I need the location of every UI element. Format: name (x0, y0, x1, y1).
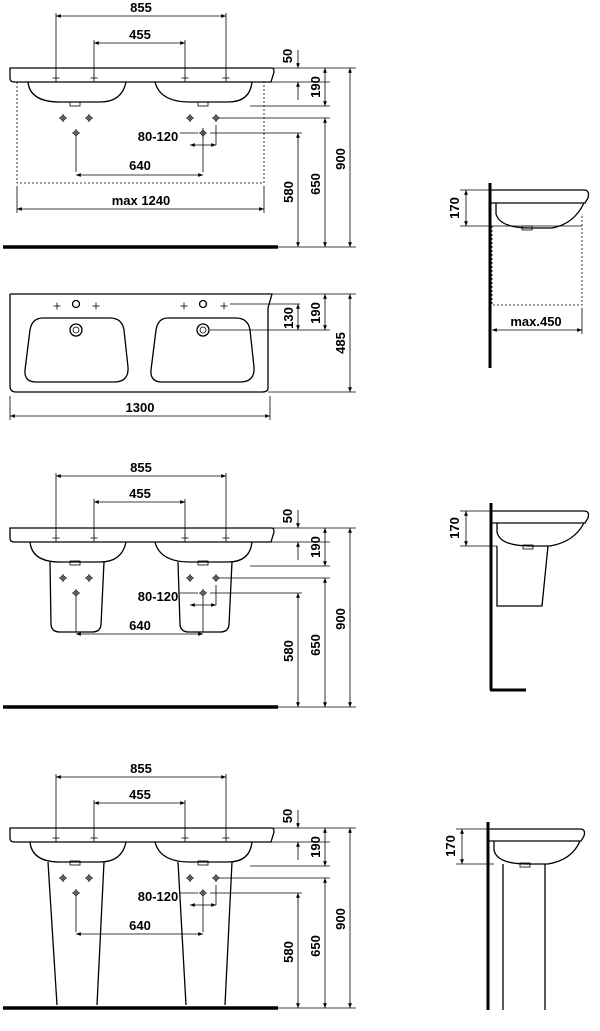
dim-waste-spacing-3: 640 (129, 918, 151, 933)
dim-plan-offset-small: 130 (281, 307, 296, 329)
dim-plan-depth: 485 (333, 332, 348, 354)
dim-waste-range: 80-120 (138, 129, 178, 144)
dim-height-waste-2: 580 (281, 640, 296, 662)
dim-width-inner-3: 455 (129, 787, 151, 802)
dim-waste-range-2: 80-120 (138, 589, 178, 604)
dim-width-outer-2: 855 (130, 460, 152, 475)
front-view-cabinet: 855 455 80-120 (3, 0, 356, 249)
dim-side-rim-height-2: 170 (447, 517, 462, 539)
dim-height-supply: 650 (308, 173, 323, 195)
dim-width-outer: 855 (130, 0, 152, 15)
dim-width-inner: 455 (129, 27, 151, 42)
side-view-semi-pedestal: 170 (447, 503, 590, 692)
dim-side-rim-height-1: 170 (447, 197, 462, 219)
dim-tap-offset-3: 50 (280, 809, 295, 823)
dim-side-cabinet-depth: max.450 (510, 314, 561, 329)
dim-height-supply-3: 650 (308, 935, 323, 957)
dim-width-inner-2: 455 (129, 486, 151, 501)
dim-basin-depth: 190 (308, 76, 323, 98)
dim-tap-offset-2: 50 (280, 509, 295, 523)
dim-plan-offset-large: 190 (308, 302, 323, 324)
dim-height-waste-3: 580 (281, 941, 296, 963)
dim-cabinet-width: max 1240 (112, 193, 171, 208)
dim-basin-depth-2: 190 (308, 536, 323, 558)
dim-waste-spacing: 640 (129, 158, 151, 173)
dim-waste-spacing-2: 640 (129, 618, 151, 633)
dim-plan-width: 1300 (126, 400, 155, 415)
side-view-pedestal: 170 (443, 822, 586, 1010)
front-view-semi-pedestal: 855 455 80-120 640 (3, 460, 356, 709)
dim-height-total-3: 900 (333, 908, 348, 930)
side-view-cabinet: 170 max.450 (447, 183, 590, 368)
dim-width-outer-3: 855 (130, 761, 152, 776)
dim-height-supply-2: 650 (308, 634, 323, 656)
dim-tap-offset: 50 (280, 49, 295, 63)
dim-height-waste: 580 (281, 181, 296, 203)
front-view-pedestal: 855 455 80-120 640 (3, 761, 356, 1010)
dim-basin-depth-3: 190 (308, 836, 323, 858)
dim-height-total-2: 900 (333, 608, 348, 630)
dim-side-rim-height-3: 170 (443, 835, 458, 857)
plan-view: 130 190 485 1300 (9, 293, 356, 420)
dim-waste-range-3: 80-120 (138, 889, 178, 904)
dim-height-total: 900 (333, 148, 348, 170)
